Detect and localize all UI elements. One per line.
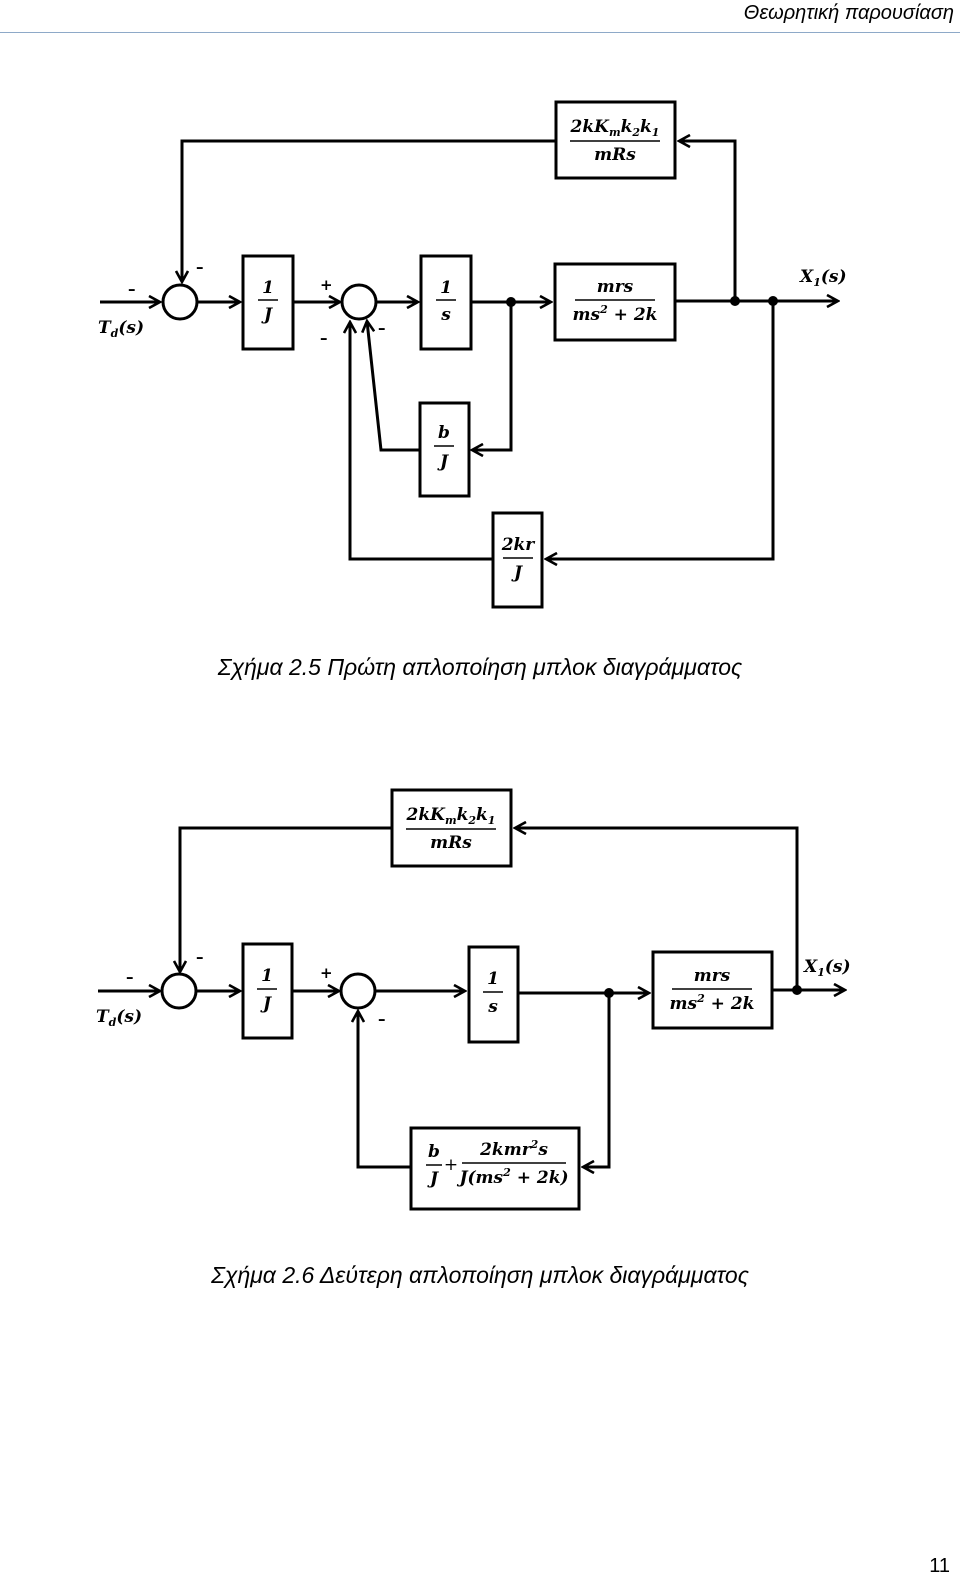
figure-1-caption: Σχήμα 2.5 Πρώτη απλοποίηση μπλοκ διαγράμ… (217, 654, 743, 680)
block-integrator-num: 1 (487, 969, 499, 989)
input-label: Td(s) (96, 1007, 142, 1029)
sum2-sign-spring: – (320, 329, 328, 347)
block-integrator (419, 254, 473, 351)
figure-1-block-diagram: – Td(s) – 1 J + – – 1 s mrs ms2 + 2k X1(… (98, 100, 847, 609)
block-plant-num: mrs (694, 966, 731, 986)
sum2-sign-plus: + (320, 964, 333, 982)
block-inv-J-num: 1 (262, 278, 274, 298)
output-to-feedback-top (679, 141, 737, 301)
page-header: Θεωρητική παρουσίαση (743, 2, 954, 24)
output-to-spring (546, 301, 775, 559)
block-spring-den: J (511, 563, 523, 583)
block-feedback-top-den: mRs (594, 145, 636, 165)
block-spring-num: 2kr (501, 535, 536, 555)
block-plant-den: ms2 + 2k (573, 303, 658, 325)
combined-plus: + (444, 1155, 458, 1175)
block-feedback-top (390, 788, 513, 868)
sum2-sign-feedback: – (378, 1010, 386, 1028)
block-damping-num: b (438, 423, 450, 443)
block-inv-J-den: J (261, 305, 273, 325)
block-inv-J-den: J (260, 994, 272, 1014)
block-plant-num: mrs (597, 277, 634, 297)
sum1-sign-feedback: – (196, 948, 204, 966)
figure-2-block-diagram: – Td(s) – 1 J + – 1 s mrs ms2 + 2k X1(s)… (96, 788, 851, 1211)
combined-term2-num: 2kmr2s (479, 1138, 548, 1160)
input-label: Td(s) (98, 318, 144, 340)
damping-to-sum2 (367, 321, 420, 452)
block-integrator-den: s (440, 305, 451, 325)
block-spring (491, 511, 544, 609)
summing-junction-2 (339, 972, 377, 1010)
block-combined-feedback (409, 1126, 581, 1211)
sum2-sign-plus: + (320, 276, 333, 294)
sum1-sign-feedback: – (196, 258, 204, 276)
output-label: X1(s) (803, 957, 851, 979)
block-plant (553, 262, 677, 342)
block-damping-den: J (437, 452, 449, 472)
block-feedback-top-num: 2kKmk2k1 (406, 805, 496, 827)
velocity-to-damping (472, 302, 513, 450)
block-integrator-num: 1 (440, 278, 452, 298)
block-feedback-top (554, 100, 677, 180)
summing-junction-1 (160, 972, 198, 1010)
block-plant-den: ms2 + 2k (670, 992, 755, 1014)
sum1-sign-input: – (126, 968, 134, 986)
block-integrator-den: s (487, 997, 498, 1017)
velocity-to-combined (583, 993, 611, 1167)
combined-term1-num: b (428, 1142, 440, 1162)
block-inv-J (241, 942, 294, 1040)
spring-to-sum2 (350, 322, 493, 561)
block-inv-J-num: 1 (261, 966, 273, 986)
header-rule (0, 32, 960, 33)
page-number: 11 (929, 1555, 950, 1577)
combined-to-sum2 (358, 1011, 411, 1169)
block-inv-J (241, 254, 295, 351)
sum1-sign-input: – (128, 280, 136, 298)
sum2-sign-damping: – (378, 319, 386, 337)
summing-junction-2 (340, 283, 378, 321)
combined-term1-den: J (427, 1169, 439, 1189)
output-label: X1(s) (799, 267, 847, 289)
summing-junction-1 (161, 283, 199, 321)
feedback-top-to-sum1 (182, 139, 556, 282)
block-plant (651, 950, 774, 1030)
block-feedback-top-den: mRs (430, 833, 472, 853)
feedback-top-to-sum1 (180, 826, 392, 972)
block-damping (418, 401, 471, 498)
output-to-feedback-top (515, 828, 799, 990)
figure-2-caption: Σχήμα 2.6 Δεύτερη απλοποίηση μπλοκ διαγρ… (211, 1262, 749, 1288)
block-integrator (467, 945, 520, 1044)
combined-term2-den: J(ms2 + 2k) (456, 1166, 568, 1188)
